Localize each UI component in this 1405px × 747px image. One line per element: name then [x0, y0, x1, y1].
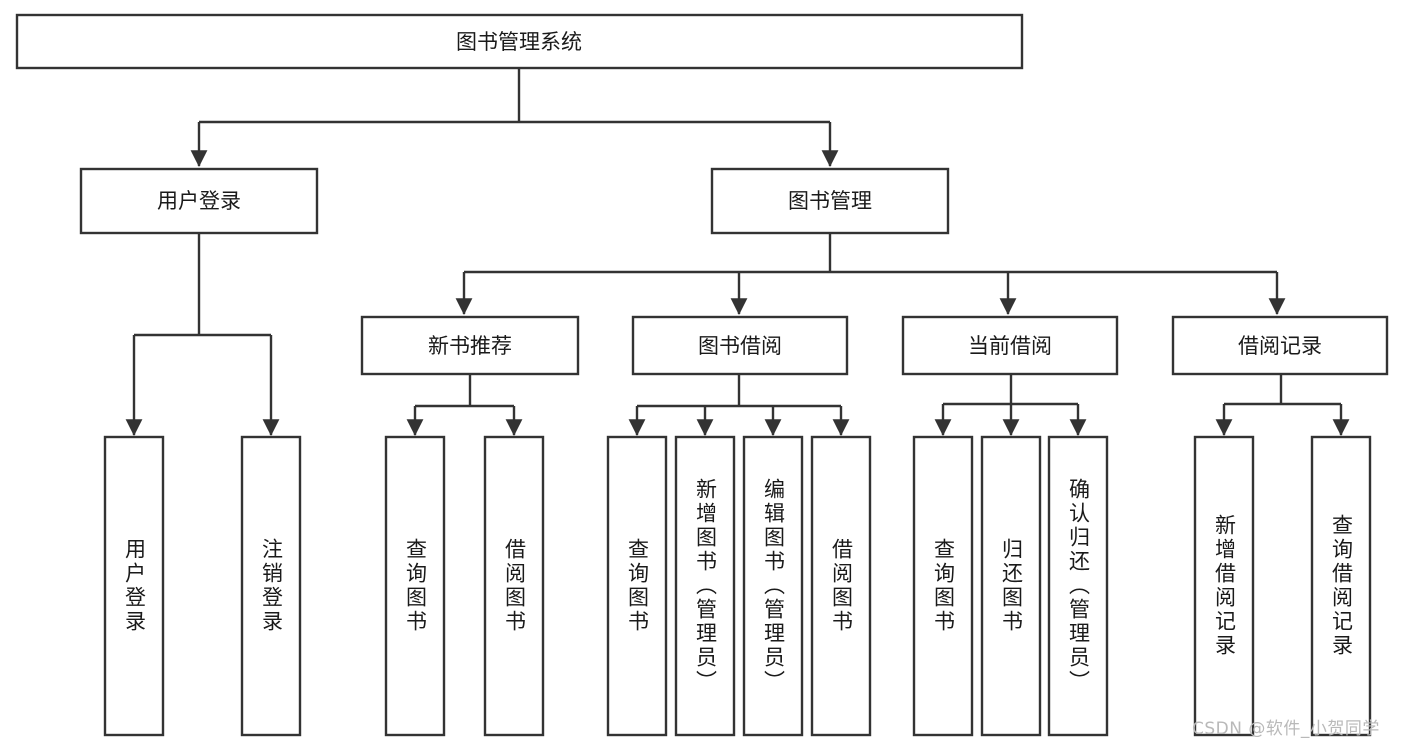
node-leaf-logout-box[interactable]	[240, 435, 302, 737]
node-user-login[interactable]: 用户登录	[79, 167, 319, 235]
node-leaf-return-book-box[interactable]	[980, 435, 1042, 737]
node-new-book-rec-box[interactable]	[360, 315, 580, 376]
node-book-manage[interactable]: 图书管理	[710, 167, 950, 235]
node-new-book-rec[interactable]: 新书推荐	[360, 315, 580, 376]
node-leaf-query-book-1-box[interactable]	[384, 435, 446, 737]
node-leaf-user-login-box[interactable]	[103, 435, 165, 737]
connector-layer	[125, 68, 1350, 437]
node-user-login-label: 用户登录	[157, 189, 241, 213]
node-leaf-confirm-return-box[interactable]	[1047, 435, 1109, 737]
node-borrow-record[interactable]: 借阅记录	[1171, 315, 1389, 376]
node-leaf-borrow-book-2-box[interactable]	[810, 435, 872, 737]
node-new-book-rec-label: 新书推荐	[428, 334, 512, 358]
node-book-borrow-label: 图书借阅	[698, 334, 782, 358]
node-borrow-record-box[interactable]	[1171, 315, 1389, 376]
node-book-borrow-box[interactable]	[631, 315, 849, 376]
node-leaf-query-record-box[interactable]	[1310, 435, 1372, 737]
node-leaf-query-book-3-box[interactable]	[912, 435, 974, 737]
node-book-borrow[interactable]: 图书借阅	[631, 315, 849, 376]
node-root-box[interactable]	[15, 13, 1024, 70]
node-leaf-add-record-box[interactable]	[1193, 435, 1255, 737]
node-book-manage-label: 图书管理	[788, 189, 872, 213]
node-book-manage-box[interactable]	[710, 167, 950, 235]
watermark-label: CSDN @软件_小贺同学	[1192, 719, 1380, 739]
node-leaf-add-book-box[interactable]	[674, 435, 736, 737]
node-root-label: 图书管理系统	[456, 30, 582, 54]
node-leaf-borrow-book-1-box[interactable]	[483, 435, 545, 737]
node-current-borrow-label: 当前借阅	[968, 334, 1052, 358]
node-current-borrow-box[interactable]	[901, 315, 1119, 376]
node-leaf-edit-book-box[interactable]	[742, 435, 804, 737]
node-root[interactable]: 图书管理系统	[15, 13, 1024, 70]
node-leaf-query-book-2-box[interactable]	[606, 435, 668, 737]
leaf-box-layer	[103, 435, 1372, 737]
node-current-borrow[interactable]: 当前借阅	[901, 315, 1119, 376]
node-user-login-box[interactable]	[79, 167, 319, 235]
node-borrow-record-label: 借阅记录	[1238, 334, 1322, 358]
